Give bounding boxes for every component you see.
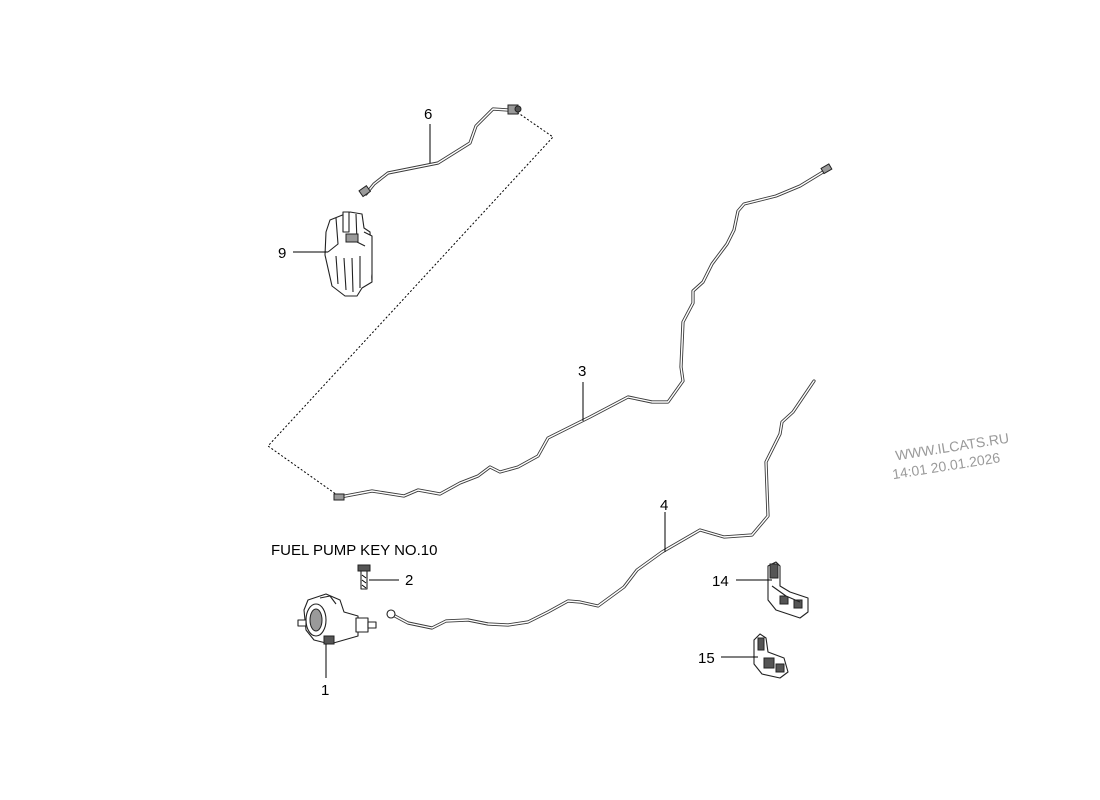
- bolt-part-2[interactable]: [357, 564, 371, 590]
- clip-part-14[interactable]: [767, 561, 809, 619]
- callout-3: 3: [578, 363, 586, 380]
- callout-15: 15: [698, 650, 715, 667]
- fuel-pump-part-1[interactable]: [297, 593, 377, 645]
- clip-part-15[interactable]: [753, 633, 789, 679]
- watermark: WWW.ILCATS.RU 14:01 20.01.2026: [891, 430, 1010, 482]
- fuel-tube-part-3[interactable]: [333, 163, 833, 501]
- vapor-hose-part-6[interactable]: [358, 104, 522, 198]
- callout-2: 2: [405, 572, 413, 589]
- dotted-connection-line: [267, 109, 554, 498]
- callout-4: 4: [660, 497, 668, 514]
- callout-9: 9: [278, 245, 286, 262]
- callout-14: 14: [712, 573, 729, 590]
- canister-part-9[interactable]: [324, 211, 373, 297]
- fuel-tube-part-4[interactable]: [386, 379, 816, 630]
- fuel-pump-caption: FUEL PUMP KEY NO.10: [271, 542, 437, 559]
- callout-1: 1: [321, 682, 329, 699]
- callout-6: 6: [424, 106, 432, 123]
